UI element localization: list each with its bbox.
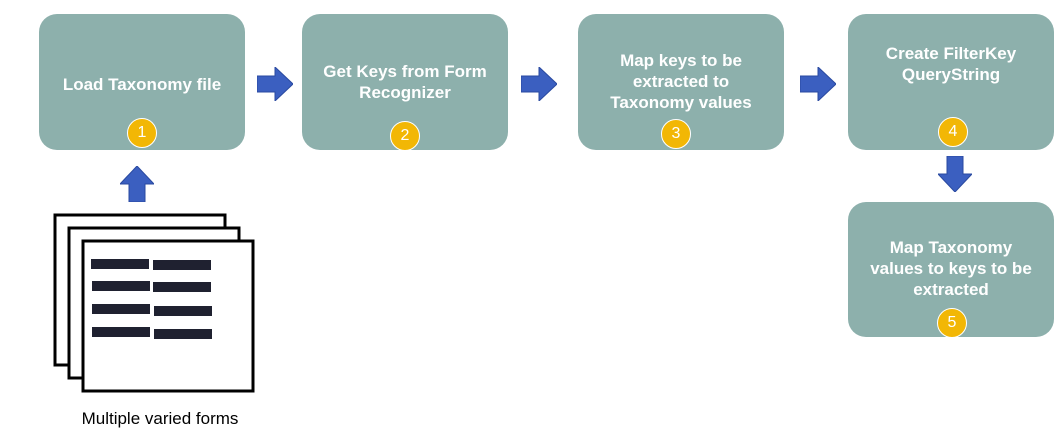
step-3-label: Map keys to be extracted to Taxonomy val… [610,51,752,112]
forms-caption: Multiple varied forms [81,409,239,428]
step-4-box: Create FilterKey QueryString 4 [848,14,1054,150]
arrow-right-icon [521,67,557,101]
arrow-right-icon [800,67,836,101]
step-2-number-badge: 2 [390,121,420,151]
arrow-up-icon [120,166,154,202]
step-5-number-badge: 5 [937,308,967,338]
step-1-number-badge: 1 [127,118,157,148]
step-2-label: Get Keys from Form Recognizer [323,62,487,102]
arrow-right-icon [257,67,293,101]
step-5-box: Map Taxonomy values to keys to be extrac… [848,202,1054,338]
step-2-box: Get Keys from Form Recognizer 2 [302,14,508,151]
step-1-label: Load Taxonomy file [62,75,222,94]
step-4-label: Create FilterKey QueryString [885,44,1017,84]
step-5-label: Map Taxonomy values to keys to be extrac… [870,238,1032,299]
step-1-box: Load Taxonomy file 1 [39,14,245,150]
stacked-forms-icon [52,212,258,394]
step-3-box: Map keys to be extracted to Taxonomy val… [578,14,784,150]
step-4-number-badge: 4 [938,117,968,147]
arrow-down-icon [938,156,972,192]
step-3-number-badge: 3 [661,119,691,149]
